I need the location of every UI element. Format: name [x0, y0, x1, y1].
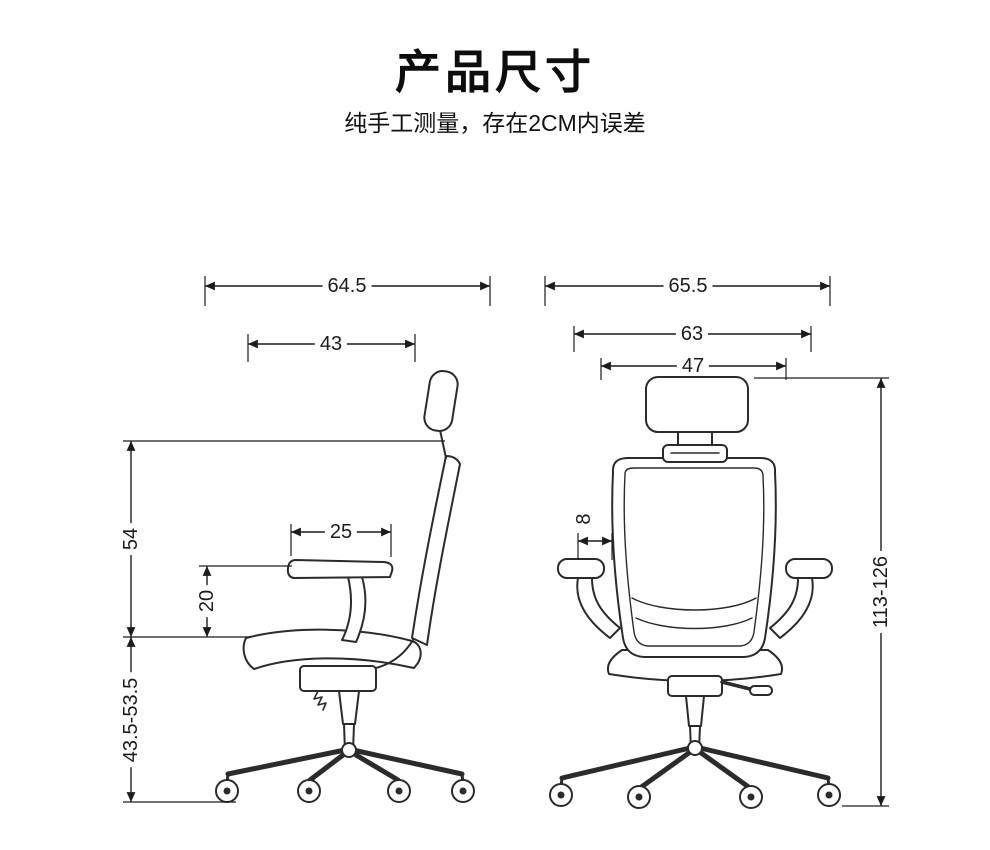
seat-mechanism-back [667, 675, 723, 697]
base-back [559, 745, 831, 791]
dim-label-total-height: 113-126 [870, 551, 892, 633]
dim-label-overall-width: 65.5 [663, 276, 713, 296]
caster [549, 776, 573, 807]
backrest-side [411, 455, 461, 646]
armrest-support-left [576, 577, 621, 639]
lumbar-line [631, 597, 757, 611]
base-hub-back [687, 740, 703, 756]
chair-side-view [215, 370, 475, 803]
base-side [225, 747, 465, 783]
armrest-pad-right [785, 558, 833, 579]
armrest-support-right [769, 577, 814, 639]
caster [627, 785, 651, 809]
dim-label-armrest-height: 20 [196, 584, 218, 618]
headrest-side [423, 370, 459, 432]
caster [817, 776, 841, 807]
dim-label-back-height: 54 [120, 522, 142, 556]
backrest-inner-frame [623, 467, 765, 647]
armrest-pad-left [557, 558, 605, 579]
caster [215, 772, 239, 803]
caster [451, 772, 475, 803]
caster [297, 778, 321, 803]
dim-label-backrest-width: 63 [675, 324, 709, 344]
backrest-back-view [611, 457, 777, 658]
lumbar-line [635, 617, 753, 630]
dim-label-armrest-width: 8 [573, 508, 595, 530]
lever-grip [749, 685, 773, 696]
caster [739, 785, 763, 809]
gas-lift-side [338, 690, 360, 725]
headrest-back-view [645, 376, 749, 433]
dim-label-armrest-length: 25 [324, 522, 358, 542]
headrest-stem-side [439, 429, 447, 459]
seat-side [242, 628, 422, 670]
dim-label-overall-depth: 64.5 [322, 276, 372, 296]
adjust-lever-back [720, 680, 756, 692]
dim-label-seat-height: 43.5-53.5 [120, 672, 142, 768]
gas-lift-back [685, 695, 705, 727]
page-subtitle: 纯手工测量，存在2CM内误差 [344, 110, 646, 136]
caster [387, 778, 411, 803]
armrest-support-side [341, 576, 367, 643]
seat-mechanism-side [299, 665, 377, 692]
chair-back-view [549, 376, 841, 809]
dim-label-inner-width: 47 [676, 356, 710, 376]
adjust-lever-side [313, 690, 327, 711]
page-title: 产品尺寸 [395, 46, 595, 98]
armrest-pad-side [286, 559, 394, 579]
dim-label-backrest-depth: 43 [314, 334, 348, 354]
base-hub-side [341, 742, 357, 758]
